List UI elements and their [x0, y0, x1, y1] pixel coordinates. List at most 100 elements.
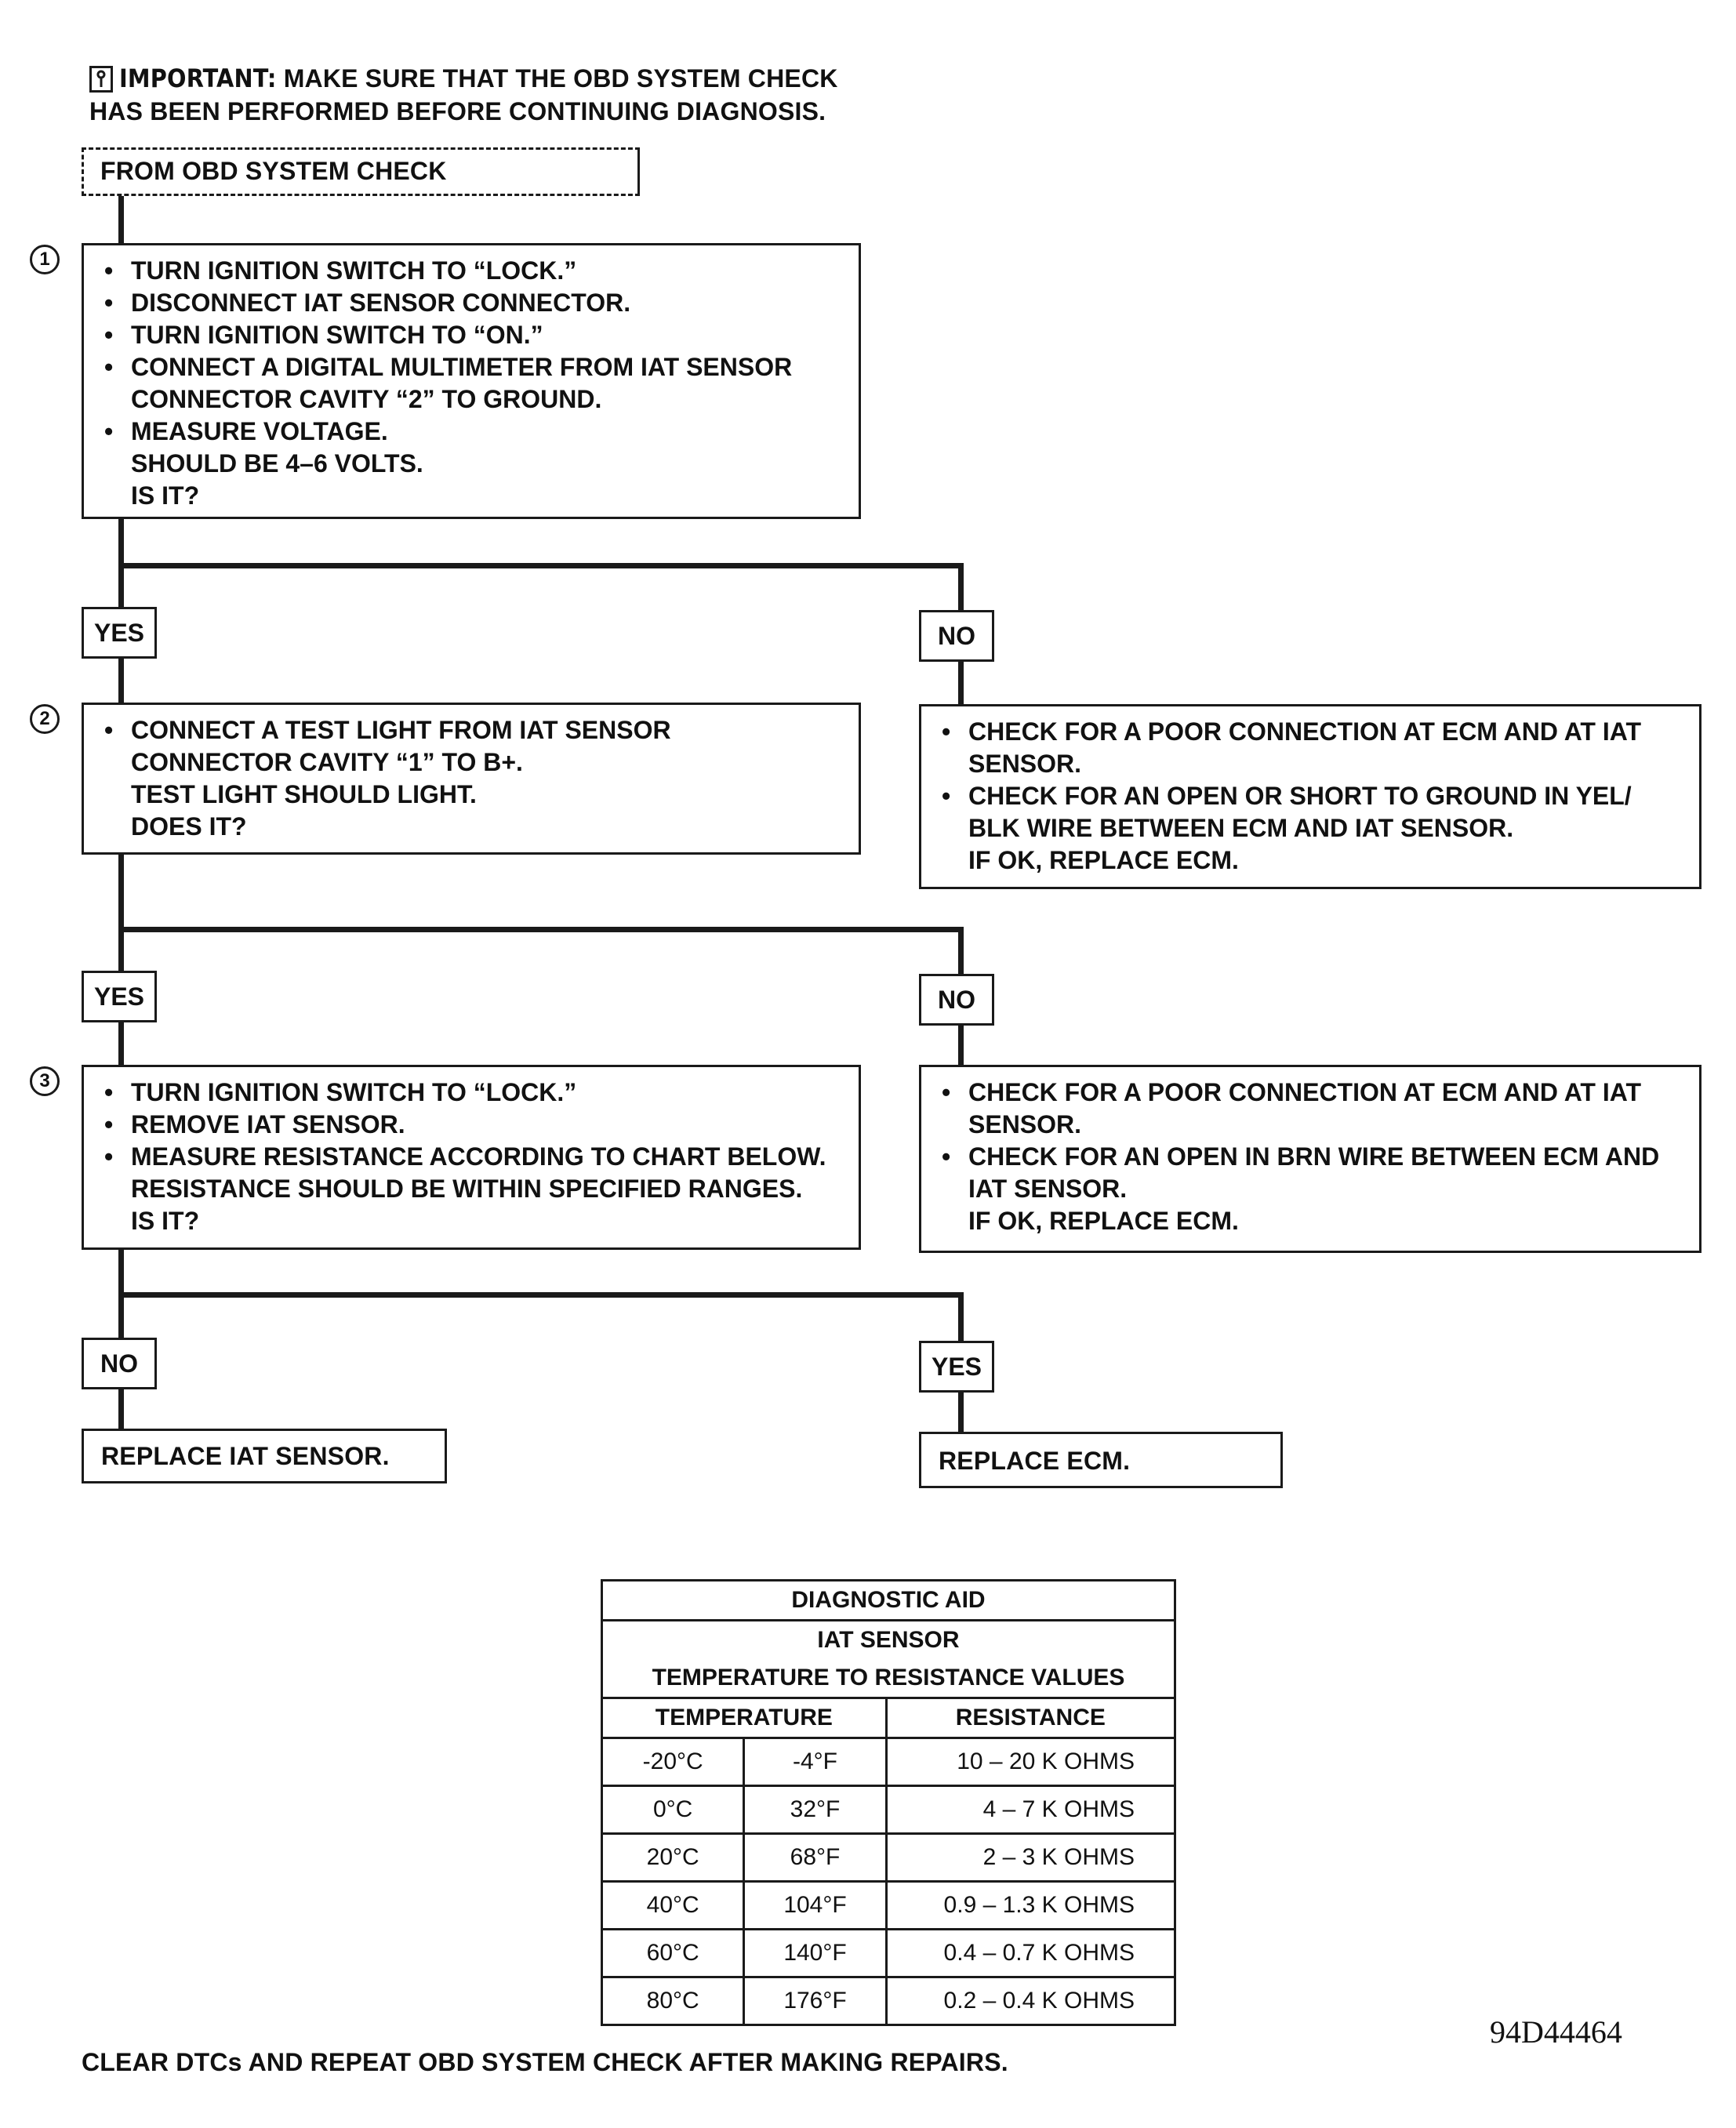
item-text: IF OK, REPLACE ECM. [968, 1207, 1239, 1235]
temp-fahrenheit-cell: 176°F [743, 1976, 888, 2026]
item-text: TEST LIGHT SHOULD LIGHT. [131, 780, 477, 808]
temp-fahrenheit-cell: -4°F [743, 1737, 888, 1787]
step-number-2: 2 [30, 704, 60, 734]
bullet-icon: • [104, 256, 114, 285]
bullet-icon: • [104, 1078, 114, 1106]
step-1-box: •TURN IGNITION SWITCH TO “LOCK.”•DISCONN… [82, 243, 861, 519]
item-text: CHECK FOR A POOR CONNECTION AT ECM AND A… [968, 717, 1642, 746]
bullet-icon: • [104, 716, 114, 744]
item-text: CONNECT A TEST LIGHT FROM IAT SENSOR [131, 716, 671, 744]
important-icon [89, 66, 113, 93]
bullet-item: • TURN IGNITION SWITCH TO “ON.” [101, 319, 851, 351]
item-text: CONNECTOR CAVITY “1” TO B+. [131, 748, 523, 776]
item-text: BLK WIRE BETWEEN ECM AND IAT SENSOR. [968, 814, 1514, 842]
item-text: CONNECT A DIGITAL MULTIMETER FROM IAT SE… [131, 353, 793, 381]
column-header-temperature: TEMPERATURE [601, 1697, 888, 1739]
step-number-1: 1 [30, 245, 60, 274]
replace-iat-sensor-box: REPLACE IAT SENSOR. [82, 1429, 447, 1483]
step-1-no-label: NO [919, 610, 994, 662]
resistance-cell: 0.4 – 0.7 K OHMS [884, 1928, 1177, 1978]
temp-celsius-cell: 40°C [600, 1880, 746, 1930]
connector-line [958, 563, 964, 612]
connector-line [118, 1022, 124, 1066]
bullet-continuation: IAT SENSOR. [939, 1173, 1691, 1205]
item-text: SENSOR. [968, 1110, 1082, 1138]
connector-line [958, 927, 964, 975]
diagnostic-aid-table: DIAGNOSTIC AID IAT SENSOR TEMPERATURE TO… [600, 1579, 1177, 2026]
bullet-item: •DISCONNECT IAT SENSOR CONNECTOR. [101, 287, 851, 319]
item-text: TURN IGNITION SWITCH TO “LOCK.” [131, 1078, 577, 1106]
bullet-item: • MEASURE RESISTANCE ACCORDING TO CHART B… [101, 1141, 851, 1173]
connector-line [118, 196, 124, 245]
connector-line [958, 1026, 964, 1066]
bullet-continuation: DOES IT? [101, 811, 851, 843]
table-title: DIAGNOSTIC AID [601, 1579, 1176, 1621]
bullet-icon: • [104, 1110, 114, 1138]
bullet-icon: • [942, 717, 951, 746]
step-1-list: •TURN IGNITION SWITCH TO “LOCK.”•DISCONN… [101, 255, 851, 512]
step-2-no-action-box: •CHECK FOR A POOR CONNECTION AT ECM AND … [919, 1065, 1701, 1253]
bullet-item: •CHECK FOR AN OPEN OR SHORT TO GROUND IN… [939, 780, 1691, 812]
item-text: RESISTANCE SHOULD BE WITHIN SPECIFIED RA… [131, 1175, 803, 1203]
bullet-icon: • [942, 1078, 951, 1106]
item-text: IS IT? [131, 481, 200, 510]
replace-iat-sensor-label: REPLACE IAT SENSOR. [101, 1442, 390, 1470]
item-text: MEASURE RESISTANCE ACCORDING TO CHART BE… [131, 1142, 826, 1171]
item-text: REMOVE IAT SENSOR. [131, 1110, 405, 1138]
temp-celsius-cell: 20°C [600, 1832, 746, 1883]
step-2-box: • CONNECT A TEST LIGHT FROM IAT SENSOR CON… [82, 703, 861, 855]
item-text: CONNECTOR CAVITY “2” TO GROUND. [131, 385, 602, 413]
footer-note: CLEAR DTCs AND REPEAT OBD SYSTEM CHECK A… [82, 2048, 1008, 2076]
bullet-icon: • [104, 353, 114, 381]
resistance-cell: 4 – 7 K OHMS [884, 1785, 1177, 1835]
column-header-resistance: RESISTANCE [884, 1697, 1177, 1739]
important-line-1: IMPORTANT: MAKE SURE THAT THE OBD SYSTEM… [119, 63, 838, 94]
connector-line [118, 519, 124, 618]
temp-celsius-cell: 0°C [600, 1785, 746, 1835]
bullet-continuation: CONNECTOR CAVITY “2” TO GROUND. [101, 383, 851, 416]
connector-line [118, 855, 124, 974]
bullet-item: • CHECK FOR A POOR CONNECTION AT ECM AND … [939, 716, 1691, 748]
bullet-item: • CONNECT A DIGITAL MULTIMETER FROM IAT S… [101, 351, 851, 383]
start-box [82, 147, 640, 196]
replace-ecm-box: REPLACE ECM. [919, 1432, 1283, 1488]
bullet-continuation: BLK WIRE BETWEEN ECM AND IAT SENSOR. [939, 812, 1691, 844]
step-3-yes-label: YES [919, 1341, 994, 1393]
connector-line [958, 662, 964, 706]
bullet-continuation: RESISTANCE SHOULD BE WITHIN SPECIFIED RA… [101, 1173, 851, 1205]
temp-celsius-cell: -20°C [600, 1737, 746, 1787]
connector-line [958, 1393, 964, 1433]
item-text: SHOULD BE 4–6 VOLTS. [131, 449, 423, 478]
connector-line [118, 659, 124, 704]
step-number-3: 3 [30, 1066, 60, 1096]
item-text: TURN IGNITION SWITCH TO “ON.” [131, 321, 543, 349]
temp-celsius-cell: 80°C [600, 1976, 746, 2026]
connector-line [118, 927, 964, 932]
item-text: IAT SENSOR. [968, 1175, 1128, 1203]
bullet-item: • MEASURE VOLTAGE. [101, 416, 851, 448]
item-text: DISCONNECT IAT SENSOR CONNECTOR. [131, 289, 631, 317]
bullet-item: • REMOVE IAT SENSOR. [101, 1109, 851, 1141]
bullet-continuation: IF OK, REPLACE ECM. [939, 844, 1691, 877]
bullet-icon: • [942, 782, 951, 810]
resistance-cell: 2 – 3 K OHMS [884, 1832, 1177, 1883]
bullet-icon: • [104, 417, 114, 445]
important-line-2: HAS BEEN PERFORMED BEFORE CONTINUING DIA… [89, 97, 826, 125]
resistance-cell: 0.9 – 1.3 K OHMS [884, 1880, 1177, 1930]
table-subtitle-2: TEMPERATURE TO RESISTANCE VALUES [601, 1659, 1176, 1699]
temp-fahrenheit-cell: 68°F [743, 1832, 888, 1883]
temp-fahrenheit-cell: 32°F [743, 1785, 888, 1835]
connector-line [118, 563, 964, 568]
connector-line [958, 1292, 964, 1345]
bullet-continuation: SHOULD BE 4–6 VOLTS. [101, 448, 851, 480]
item-text: MEASURE VOLTAGE. [131, 417, 388, 445]
figure-code: 94D44464 [1490, 2014, 1622, 2050]
temp-celsius-cell: 60°C [600, 1928, 746, 1978]
bullet-continuation: IS IT? [101, 1205, 851, 1237]
bullet-icon: • [104, 1142, 114, 1171]
bullet-icon: • [104, 321, 114, 349]
item-text: IF OK, REPLACE ECM. [968, 846, 1239, 874]
